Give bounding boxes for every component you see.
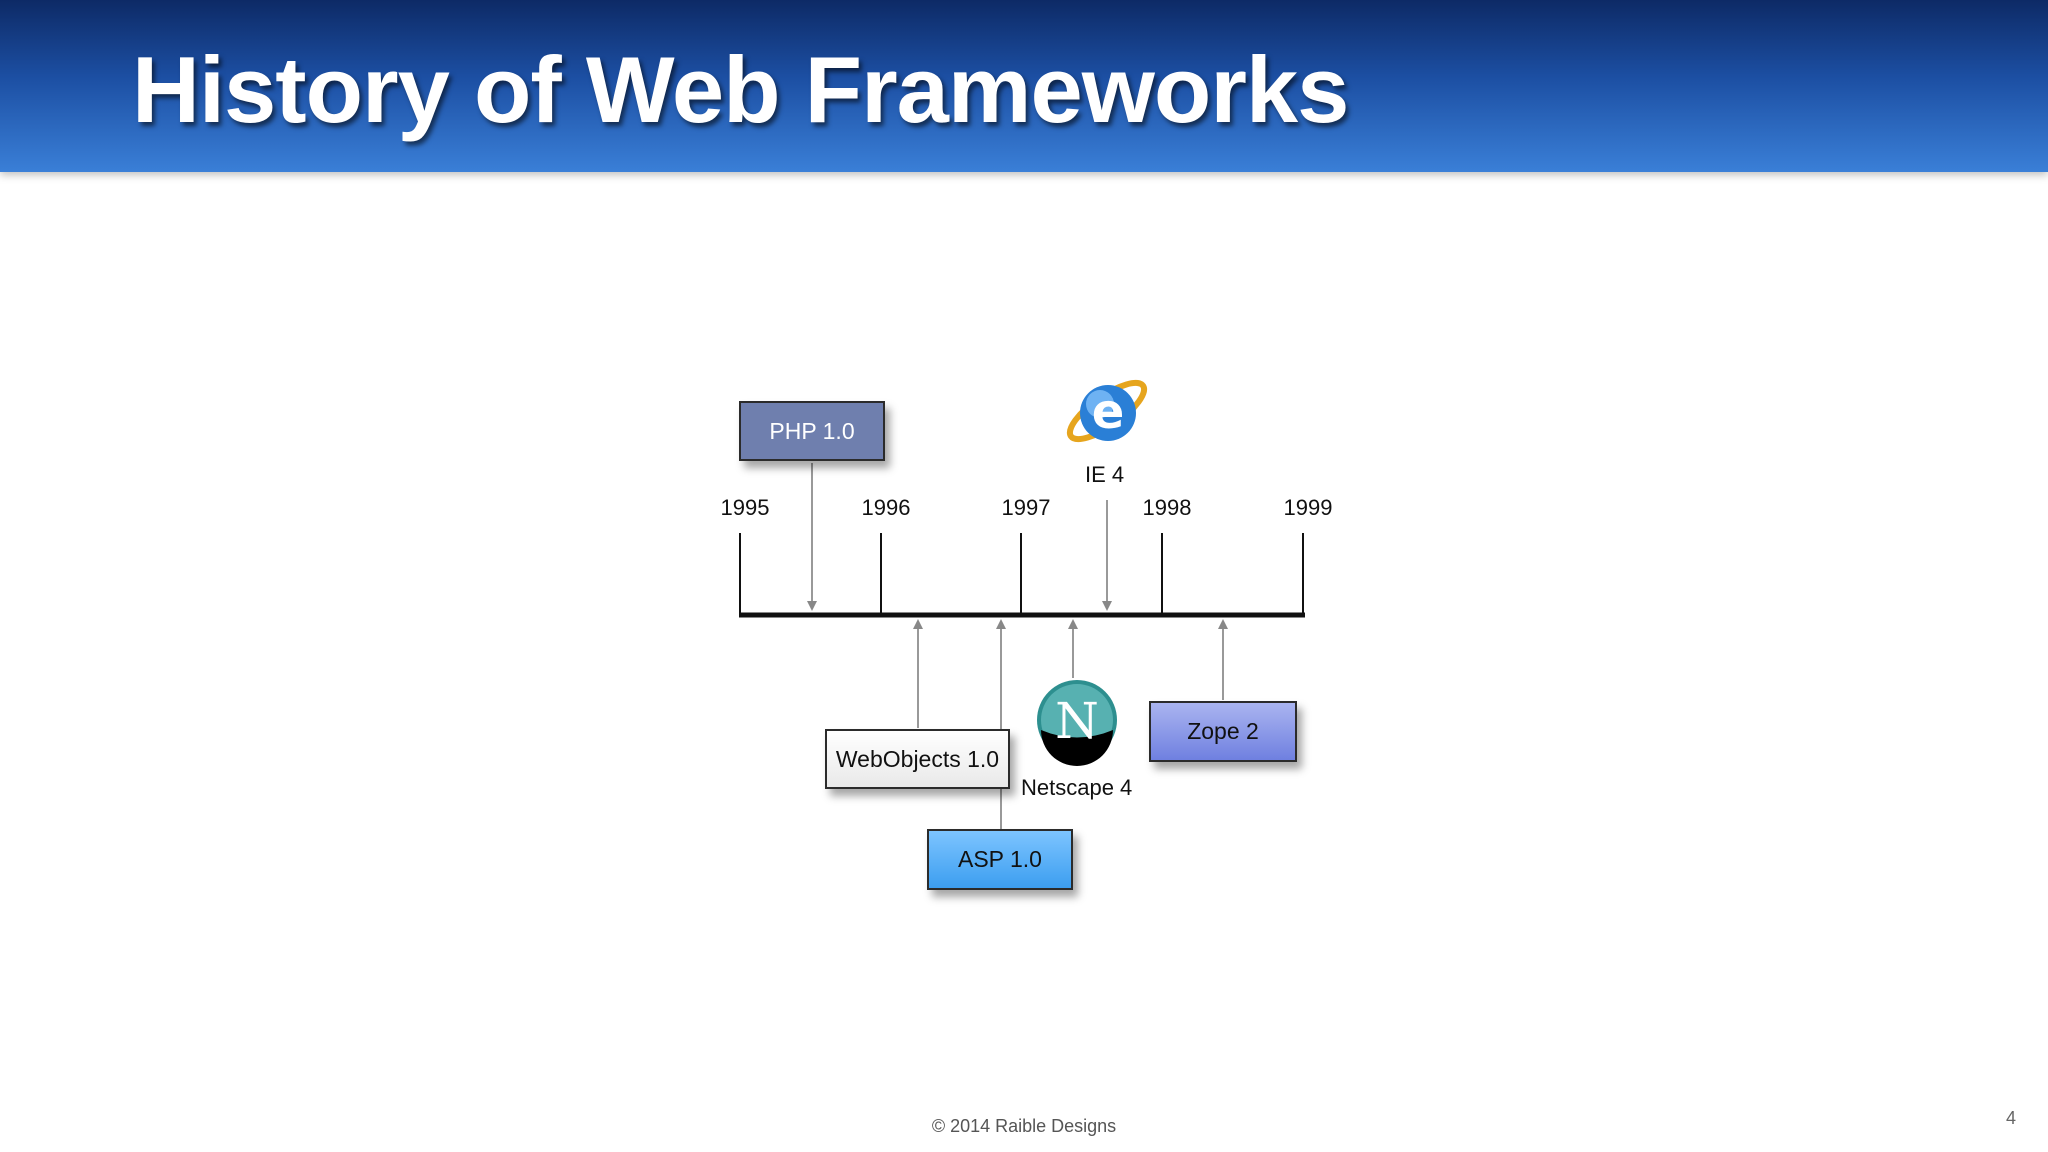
internet-explorer-logo-icon: e xyxy=(1066,379,1148,443)
copyright-footer: © 2014 Raible Designs xyxy=(931,1116,1117,1136)
zope-label: Zope 2 xyxy=(1187,718,1259,744)
year-label-1997: 1997 xyxy=(1002,495,1051,520)
netscape-label: Netscape 4 xyxy=(1021,775,1133,800)
year-label-1998: 1998 xyxy=(1143,495,1192,520)
zope-box: Zope 2 xyxy=(1149,701,1297,762)
asp-label: ASP 1.0 xyxy=(958,846,1042,872)
asp-box: ASP 1.0 xyxy=(927,829,1073,890)
svg-text:e: e xyxy=(1092,384,1125,440)
title-bar: History of Web Frameworks xyxy=(0,0,2048,172)
webobjects-label: WebObjects 1.0 xyxy=(835,745,1000,772)
netscape-logo-icon: N xyxy=(1037,680,1117,766)
php-box: PHP 1.0 xyxy=(739,401,885,461)
page-number: 4 xyxy=(2005,1108,2016,1128)
webobjects-box: WebObjects 1.0 xyxy=(825,729,1010,789)
svg-text:N: N xyxy=(1055,692,1099,750)
year-label-1996: 1996 xyxy=(862,495,911,520)
year-label-1995: 1995 xyxy=(721,495,770,520)
php-label: PHP 1.0 xyxy=(769,417,855,444)
ie-label: IE 4 xyxy=(1085,462,1125,487)
year-label-1999: 1999 xyxy=(1284,495,1333,520)
slide-title: History of Web Frameworks xyxy=(132,37,1349,142)
